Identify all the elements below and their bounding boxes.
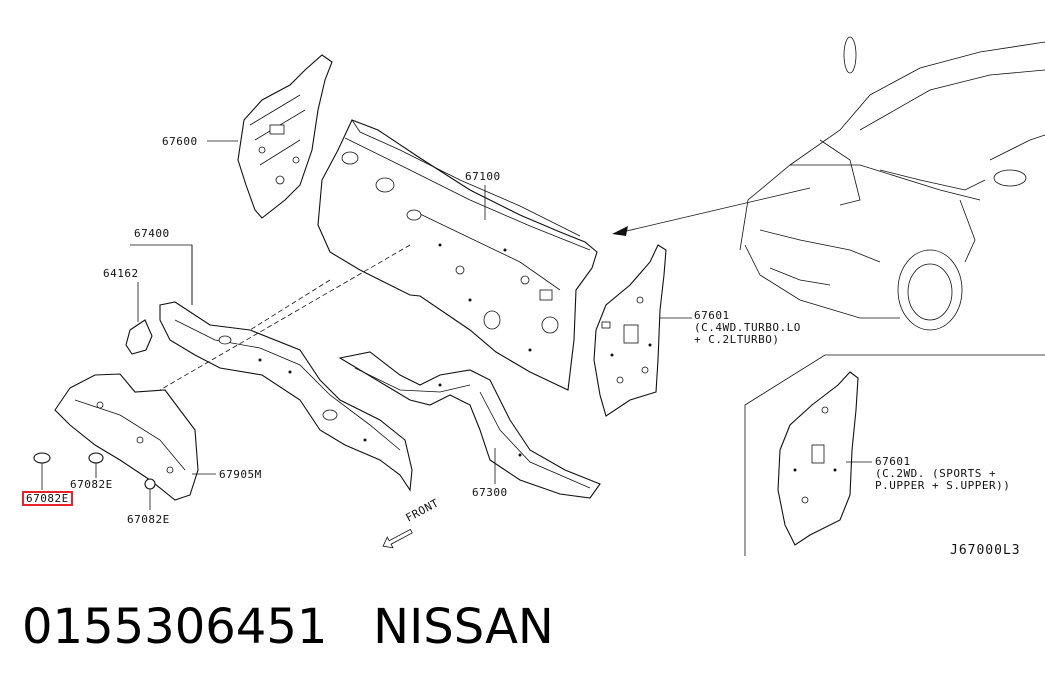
part-number: 0155306451 [22, 599, 328, 655]
part-67300-drawing [338, 351, 601, 499]
part-67100-drawing [317, 119, 598, 391]
vehicle-illustration [739, 36, 1045, 331]
part-67905m-drawing [54, 373, 199, 501]
label-67905m: 67905M [219, 468, 262, 481]
label-67082e-mid: 67082E [70, 478, 113, 491]
brand-name: NISSAN [373, 599, 554, 655]
label-67601-a: 67601 [694, 309, 730, 322]
label-67601-b: 67601 [875, 455, 911, 468]
label-67082e-bottom: 67082E [127, 513, 170, 526]
label-67600: 67600 [162, 135, 198, 148]
part-64162-drawing [125, 319, 153, 355]
label-67601-a-note1: (C.4WD.TURBO.LO [694, 321, 801, 334]
part-67601-alt-drawing [777, 371, 859, 546]
label-67400: 67400 [134, 227, 170, 240]
part-67400-drawing [159, 301, 413, 492]
front-arrow [382, 528, 413, 549]
label-67082e-highlighted[interactable]: 67082E [22, 491, 73, 506]
label-67601-b-note2: P.UPPER + S.UPPER)) [875, 479, 1011, 492]
clip-67082e-drawings [33, 452, 156, 510]
diagram-code: J67000L3 [950, 543, 1021, 558]
part-67600-drawing [237, 54, 333, 219]
label-67601-b-note1: (C.2WD. (SPORTS + [875, 467, 997, 480]
footer-caption: 0155306451 NISSAN [22, 596, 554, 658]
part-67601-drawing [593, 244, 667, 417]
label-67100: 67100 [465, 170, 501, 183]
label-64162: 64162 [103, 267, 139, 280]
label-67601-a-note2: + C.2LTURBO) [694, 333, 780, 346]
label-67300: 67300 [472, 486, 508, 499]
